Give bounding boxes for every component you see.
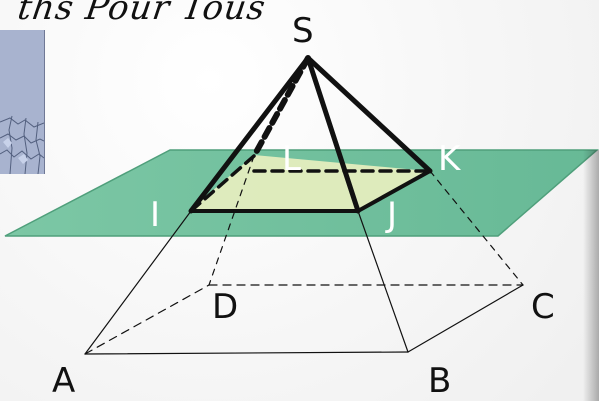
section-polygon-fill xyxy=(189,155,428,211)
edge-bc xyxy=(407,284,524,353)
vertex-label-s: S xyxy=(292,11,314,51)
edge-ld xyxy=(208,155,255,286)
edge-ia xyxy=(84,210,192,355)
edge-jb xyxy=(357,210,409,353)
point-label-j: J xyxy=(385,195,397,235)
point-label-k: K xyxy=(438,139,462,179)
edge-si xyxy=(188,55,311,214)
vertex-label-c: C xyxy=(531,287,555,327)
edge-ab xyxy=(84,351,409,355)
thumbnail-image xyxy=(0,30,45,174)
section-edge-li xyxy=(189,154,256,213)
edge-sj xyxy=(305,55,361,214)
edge-sk xyxy=(305,55,433,174)
edge-sl xyxy=(251,55,311,159)
page-edge-shadow xyxy=(583,150,599,401)
thumbnail-mosaic xyxy=(0,30,44,174)
vertex-label-b: B xyxy=(428,361,451,401)
vertex-label-d: D xyxy=(212,287,238,327)
section-edge-jk xyxy=(356,169,432,213)
edge-kc xyxy=(429,170,524,286)
point-label-l: L xyxy=(282,139,301,179)
point-label-i: I xyxy=(150,195,160,235)
edge-ad xyxy=(84,284,210,355)
vertex-label-a: A xyxy=(52,361,75,401)
